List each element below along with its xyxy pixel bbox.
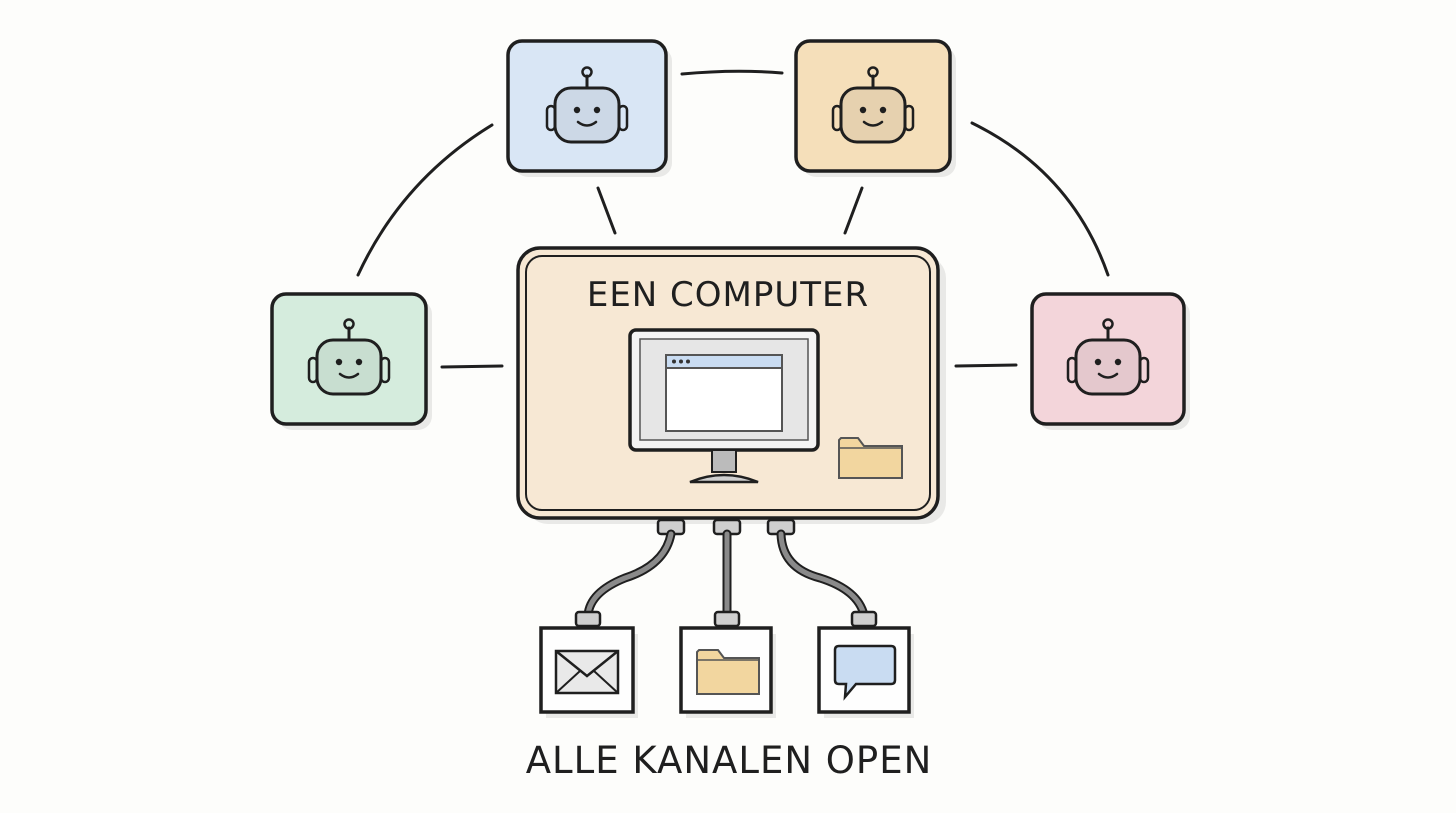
chat-channel [817, 626, 914, 718]
browser-window-icon [665, 354, 783, 432]
line-blue-to-computer [596, 186, 617, 235]
agent-pink [1030, 292, 1190, 430]
chat-bubble-icon [833, 644, 897, 701]
port-connectors [656, 518, 796, 536]
arc-blue-to-green [356, 123, 494, 277]
cable-plugs [574, 610, 878, 628]
agent-green [270, 292, 432, 430]
email-channel [539, 626, 638, 718]
line-orange-to-computer [843, 186, 864, 235]
cables [583, 529, 869, 620]
files-channel [679, 626, 776, 718]
folder-icon [838, 437, 903, 479]
folder-icon [696, 649, 760, 695]
agent-blue [506, 39, 672, 177]
agent-orange [794, 39, 956, 177]
monitor-icon [628, 328, 820, 484]
computer-title: EEN COMPUTER [587, 275, 869, 315]
computer-box: EEN COMPUTER [516, 246, 946, 524]
line-blue-to-orange [680, 69, 784, 76]
connection-lines [356, 69, 1110, 369]
line-green-to-computer [440, 364, 504, 369]
envelope-icon [554, 649, 620, 695]
caption: ALLE KANALEN OPEN [526, 739, 933, 782]
line-computer-to-pink [954, 363, 1018, 368]
arc-orange-to-pink [970, 121, 1110, 277]
